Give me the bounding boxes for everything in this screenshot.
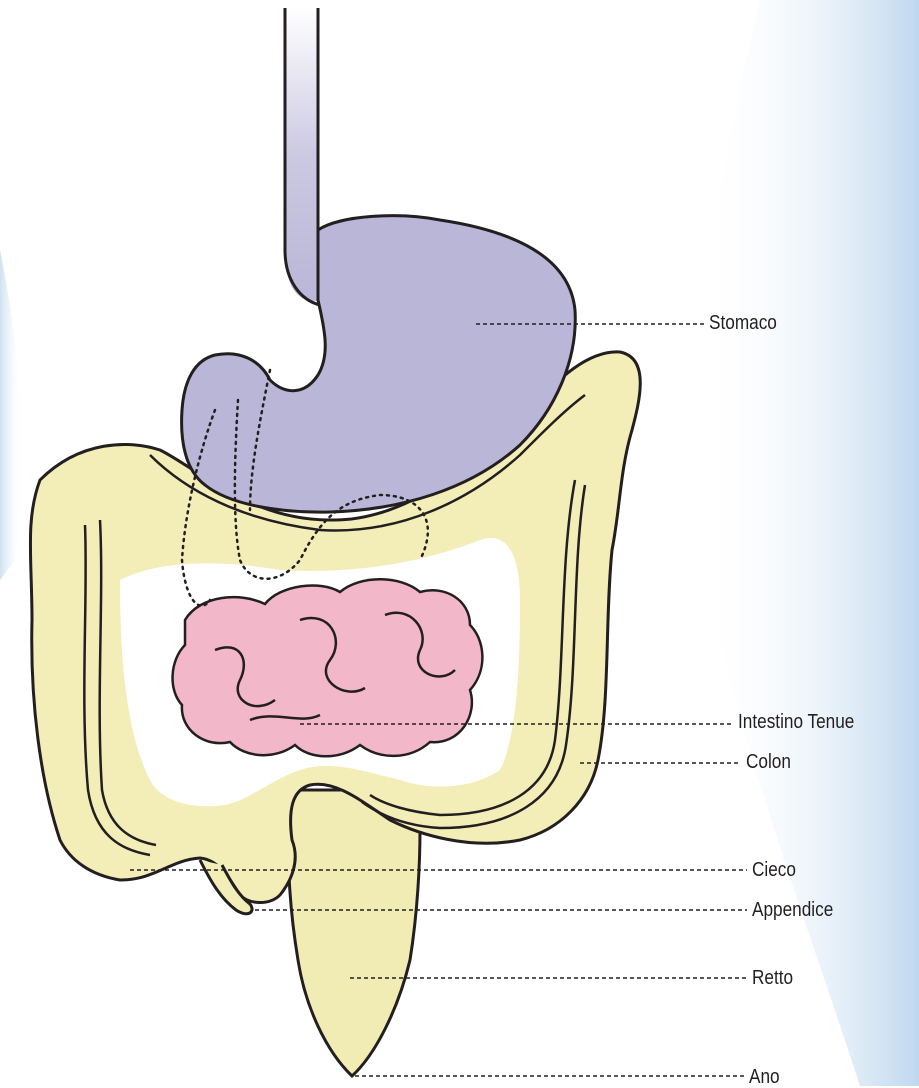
label-intestino-tenue: Intestino Tenue	[738, 712, 854, 732]
left-body-glow	[0, 250, 22, 580]
label-cieco: Cieco	[752, 860, 796, 880]
label-retto: Retto	[752, 968, 793, 988]
label-ano: Ano	[749, 1067, 780, 1087]
rectum-shape	[288, 790, 420, 1076]
right-body-glow	[698, 0, 919, 1086]
label-colon: Colon	[746, 752, 791, 772]
label-stomaco: Stomaco	[709, 313, 777, 333]
label-appendice: Appendice	[752, 900, 833, 920]
